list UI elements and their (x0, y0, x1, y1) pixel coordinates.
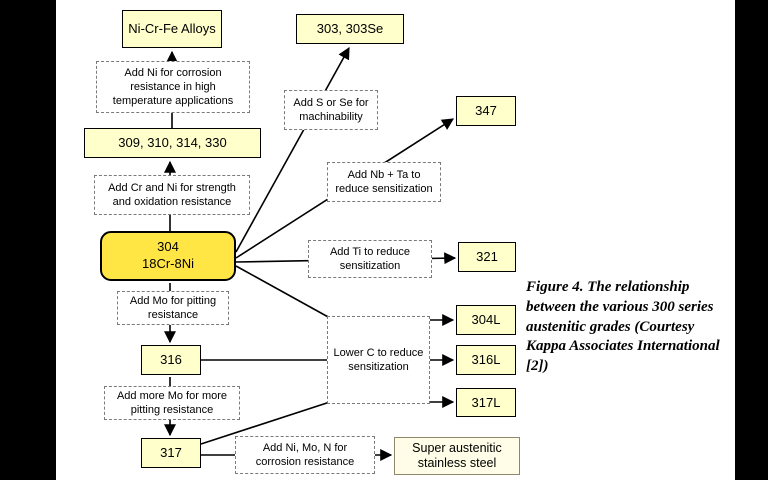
step-add-ti: Add Ti to reduce sensitization (308, 240, 432, 278)
step-label: Add Ti to reduce sensitization (329, 245, 411, 272)
step-lower-c: Lower C to reduce sensitization (327, 316, 430, 404)
node-label: 303, 303Se (316, 21, 384, 37)
step-label: Add Ni, Mo, N for corrosion resistance (255, 441, 355, 468)
step-label: Add Mo for pitting resistance (129, 294, 217, 321)
node-label: 304L (471, 312, 501, 328)
step-label: Add more Mo for more pitting resistance (116, 389, 228, 416)
step-add-cr-ni: Add Cr and Ni for strength and oxidation… (94, 175, 250, 215)
node-label: 317 (160, 445, 182, 461)
node-321: 321 (458, 242, 516, 272)
letterbox-right (735, 0, 768, 480)
node-label: 321 (476, 249, 498, 265)
node-super-austenitic: Super austenitic stainless steel (394, 437, 520, 475)
node-label: 316 (160, 352, 182, 368)
step-add-s-se: Add S or Se for machinability (284, 90, 378, 130)
step-label: Add Nb + Ta to reduce sensitization (335, 168, 433, 195)
step-label: Add Ni for corrosion resistance in high … (112, 66, 234, 108)
node-label: 309, 310, 314, 330 (118, 135, 227, 151)
figure-caption: Figure 4. The relationship between the v… (526, 279, 720, 375)
node-309-310-314-330: 309, 310, 314, 330 (84, 128, 261, 158)
grade-number: 304 (157, 239, 179, 255)
node-ni-cr-fe-alloys: Ni-Cr-Fe Alloys (122, 10, 222, 48)
node-label: Ni-Cr-Fe Alloys (128, 21, 216, 37)
step-add-nb-ta: Add Nb + Ta to reduce sensitization (327, 162, 441, 202)
node-317l: 317L (456, 388, 516, 417)
node-304l: 304L (456, 305, 516, 335)
node-317: 317 (141, 438, 201, 468)
grade-composition: 18Cr-8Ni (141, 256, 194, 271)
node-316l: 316L (456, 345, 516, 375)
node-316: 316 (141, 345, 201, 375)
node-label: 316L (471, 352, 501, 368)
step-add-more-mo: Add more Mo for more pitting resistance (104, 386, 240, 420)
step-add-ni: Add Ni for corrosion resistance in high … (96, 61, 250, 113)
node-label: 317L (471, 394, 501, 410)
node-label: 304 18Cr-8Ni (142, 239, 194, 273)
node-label: Super austenitic stainless steel (412, 441, 502, 470)
step-label: Add Cr and Ni for strength and oxidation… (108, 181, 236, 208)
node-304-18cr-8ni: 304 18Cr-8Ni (100, 231, 236, 281)
node-347: 347 (456, 96, 516, 126)
node-label: 347 (475, 103, 497, 119)
step-label: Lower C to reduce sensitization (333, 346, 424, 373)
step-add-mo: Add Mo for pitting resistance (117, 291, 229, 325)
step-label: Add S or Se for machinability (293, 96, 369, 123)
node-303-303se: 303, 303Se (296, 14, 404, 44)
step-add-ni-mo-n: Add Ni, Mo, N for corrosion resistance (235, 436, 375, 474)
letterbox-left (0, 0, 56, 480)
